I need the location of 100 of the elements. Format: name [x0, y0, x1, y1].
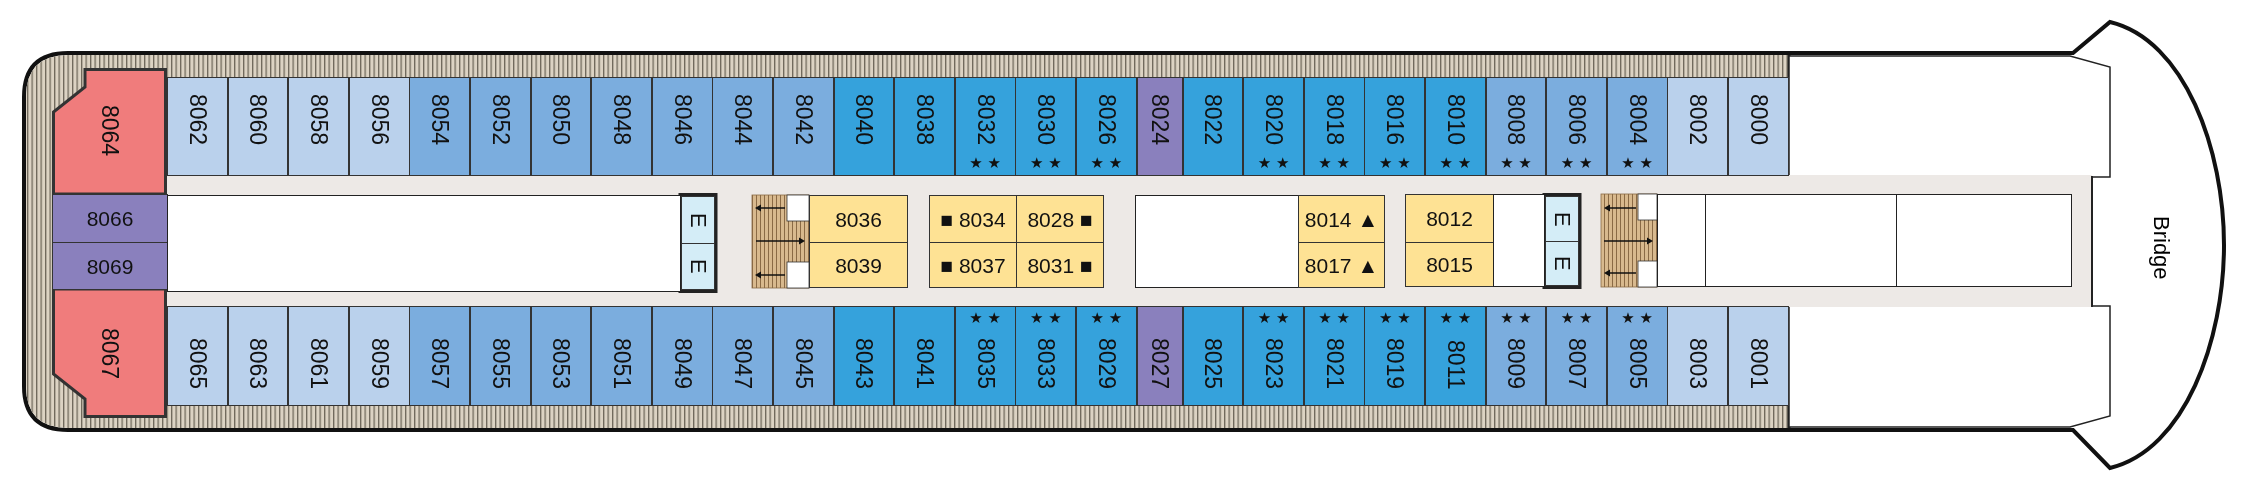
- star-rating: ★ ★: [1090, 311, 1123, 326]
- star-rating: ★ ★: [1439, 311, 1472, 326]
- cabin: [591, 77, 652, 176]
- cabin: [1364, 306, 1426, 406]
- star-rating: ★ ★: [1029, 311, 1062, 326]
- cabin-number: 8000: [1746, 94, 1770, 146]
- cabin: [530, 306, 592, 406]
- cabin-number: 8050: [549, 94, 573, 146]
- cabin-number: 8021: [1322, 337, 1346, 389]
- cabin-number: 8008: [1504, 94, 1528, 146]
- cabin-number: 8024: [1148, 94, 1172, 146]
- cabin: [1015, 77, 1077, 176]
- cabin: [1136, 306, 1183, 406]
- star-rating: ★ ★: [969, 311, 1002, 326]
- cabin: [288, 77, 349, 176]
- cabin: [929, 195, 1017, 243]
- cabin-number: 8058: [307, 94, 331, 146]
- star-rating: ★ ★: [1439, 156, 1472, 171]
- star-rating: ★ ★: [1500, 311, 1532, 326]
- elevator: [681, 196, 715, 244]
- star-rating: ★ ★: [1560, 156, 1593, 171]
- cabin: [409, 77, 471, 176]
- cabin-number: 8062: [185, 94, 209, 146]
- cabin: [954, 77, 1016, 176]
- star-rating: ★ ★: [1621, 311, 1654, 326]
- cabin: [954, 306, 1016, 406]
- cabin-number: 8053: [549, 337, 573, 389]
- cabin-number: 8064: [98, 105, 121, 157]
- cabin: [712, 306, 774, 406]
- cabin-number: 8030: [1034, 94, 1058, 146]
- cabin: [833, 77, 895, 176]
- cabin: [52, 194, 168, 243]
- cabin: [651, 77, 713, 176]
- cabin: [1076, 306, 1137, 406]
- elevator: [1545, 196, 1579, 242]
- cabin-number: 8059: [367, 337, 391, 389]
- cabin-number: 8003: [1686, 337, 1710, 389]
- cabin-number: 8016: [1383, 94, 1407, 146]
- cabin: [167, 77, 228, 176]
- cabin: [1243, 306, 1304, 406]
- cabin: [1182, 77, 1244, 176]
- cabin-number: 8012: [1426, 208, 1473, 229]
- cabin-number: 8019: [1383, 337, 1407, 389]
- elevator: [1545, 241, 1579, 286]
- cabin-number: 8057: [428, 337, 452, 389]
- elevator-label: E: [1551, 211, 1573, 227]
- cabin-number: 8014 ▲: [1304, 208, 1379, 230]
- cabin: [894, 306, 955, 406]
- cabin-number: 8040: [852, 94, 876, 146]
- cabin: [1298, 242, 1385, 288]
- star-rating: ★ ★: [1621, 156, 1654, 171]
- cabin: [1425, 306, 1486, 406]
- cabin-number: 8032: [973, 94, 997, 146]
- cabin-number: 8039: [835, 254, 882, 276]
- cabin: [712, 77, 774, 176]
- cabin: [348, 77, 410, 176]
- cabin-number: 8051: [610, 337, 634, 389]
- cabin-number: 8063: [246, 337, 270, 389]
- cabin: [52, 289, 167, 418]
- elevator-label: E: [1551, 256, 1573, 271]
- cabin-number: 8015: [1426, 254, 1473, 275]
- cabin-number: 8035: [973, 337, 997, 389]
- cabin: [773, 77, 834, 176]
- cabin: [227, 306, 289, 406]
- cabin-number: 8065: [185, 337, 209, 389]
- cabin-number: 8025: [1201, 337, 1225, 389]
- star-rating: ★ ★: [1560, 311, 1593, 326]
- star-rating: ★ ★: [1500, 156, 1532, 171]
- cabin-number: 8043: [852, 337, 876, 389]
- cabin: [470, 306, 531, 406]
- cabin-number: 8041: [913, 337, 937, 389]
- room: [1493, 194, 1545, 287]
- cabin-number: 8033: [1034, 337, 1058, 389]
- cabin: [809, 195, 908, 243]
- cabin-number: 8001: [1746, 337, 1770, 389]
- room: [167, 195, 681, 292]
- cabin-number: 8031 ■: [1027, 254, 1093, 276]
- cabin-number: 8056: [367, 94, 391, 146]
- cabin-number: 8020: [1262, 94, 1286, 146]
- cabin-number: 8028 ■: [1027, 208, 1093, 230]
- cabin-number: 8042: [791, 94, 815, 146]
- cabin: [1364, 77, 1426, 176]
- cabin: [809, 242, 908, 288]
- cabin: [1485, 77, 1547, 176]
- cabin-number: 8066: [86, 208, 134, 229]
- cabin: [1076, 77, 1137, 176]
- cabin: [1015, 306, 1077, 406]
- cabin-number: 8017 ▲: [1304, 254, 1379, 276]
- room: [1896, 194, 2072, 287]
- elevator-label: E: [687, 212, 709, 228]
- cabin: [1728, 77, 1789, 176]
- cabin-number: 8011: [1443, 339, 1467, 389]
- cabin-number: 8049: [670, 337, 694, 389]
- cabin: [1485, 306, 1547, 406]
- cabin: [167, 306, 228, 406]
- cabin: [1303, 306, 1365, 406]
- room: [1705, 194, 1897, 287]
- cabin-number: 8047: [731, 337, 755, 389]
- star-rating: ★ ★: [1378, 156, 1411, 171]
- cabin-number: 8027: [1148, 337, 1172, 389]
